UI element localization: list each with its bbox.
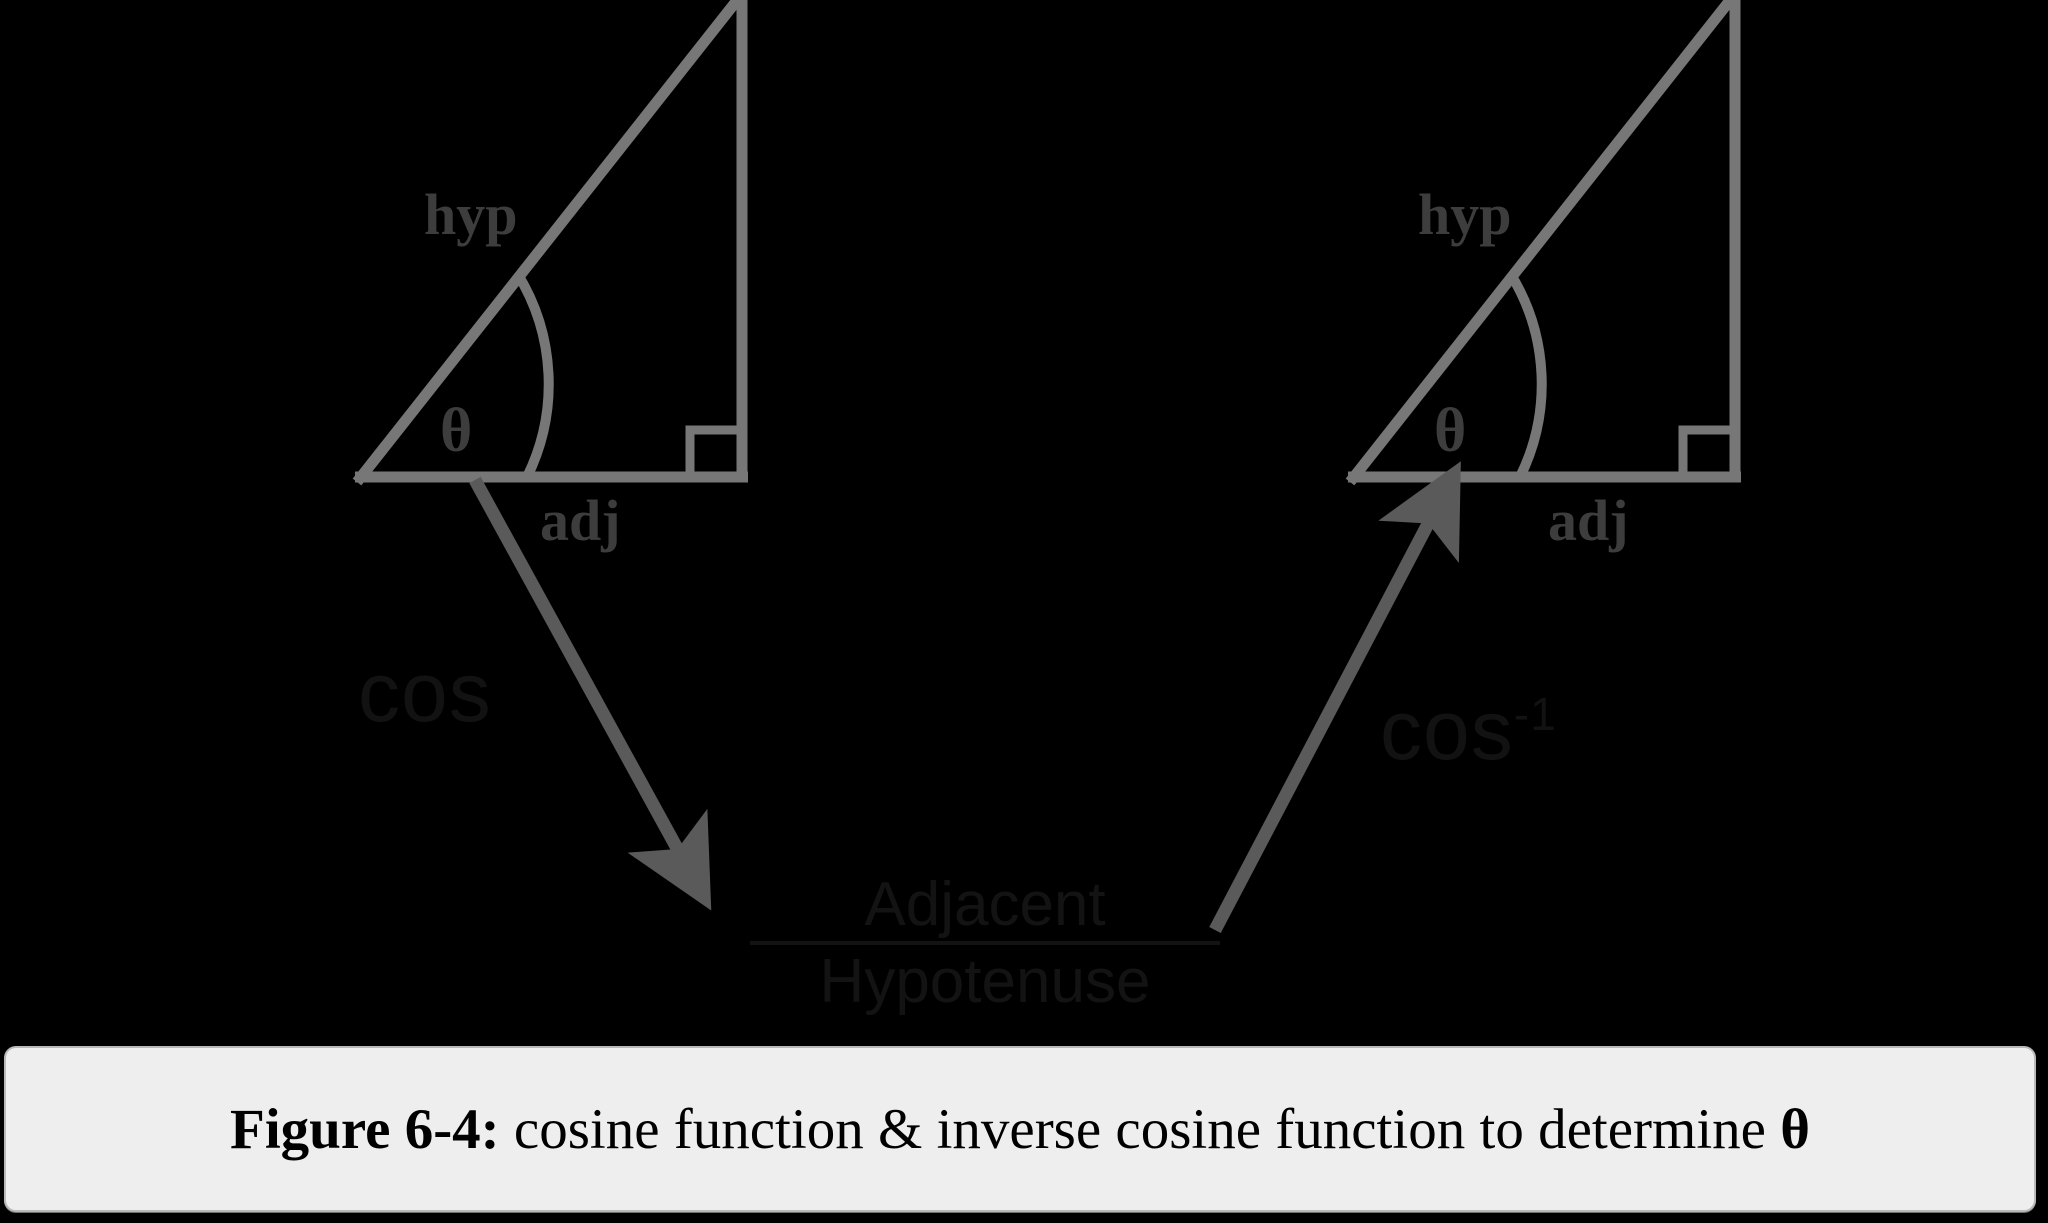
figure-vector-graphics — [352, 0, 1741, 934]
fraction-numerator: Adjacent — [864, 870, 1106, 939]
right-triangle-hypotenuse-line — [1345, 0, 1738, 486]
right-triangle-adj-label: adj — [1548, 488, 1629, 553]
left-triangle-adj-label: adj — [540, 488, 621, 553]
figure-caption-text: Figure 6-4: cosine function & inverse co… — [230, 1097, 1810, 1162]
figure-caption-theta: θ — [1780, 1097, 1810, 1161]
inverse-cosine-base-text: cos — [1380, 683, 1514, 777]
left-triangle-right-angle-marker — [685, 425, 742, 477]
figure-caption-label: Figure 6-4: — [230, 1097, 500, 1161]
cosine-function-label: cos — [358, 645, 492, 739]
right-triangle-angle-label: θ — [1434, 397, 1467, 465]
left-triangle-hypotenuse-line — [352, 0, 745, 486]
right-triangle-angle-arc — [1505, 270, 1547, 480]
figure-caption-body: cosine function & inverse cosine functio… — [499, 1097, 1781, 1161]
inverse-cosine-exponent: -1 — [1513, 688, 1557, 740]
fraction-denominator: Hypotenuse — [819, 947, 1151, 1017]
fraction-bar — [750, 941, 1220, 946]
inverse-cosine-function-label: cos-1 — [1380, 688, 1557, 772]
left-triangle-hyp-label: hyp — [424, 182, 518, 247]
right-triangle-right-angle-marker — [1678, 425, 1735, 477]
right-triangle-hyp-label: hyp — [1418, 182, 1512, 247]
left-triangle-angle-label: θ — [440, 397, 473, 465]
figure-caption-box: Figure 6-4: cosine function & inverse co… — [4, 1046, 2036, 1212]
figure-illustration-area: hyp θ adj hyp θ adj cos cos-1 Adjacent H… — [352, 0, 1741, 1015]
inverse-cosine-arrow — [1209, 461, 1461, 934]
right-triangle-group — [1345, 0, 1741, 486]
cosine-arrow — [469, 476, 712, 911]
adjacent-over-hypotenuse-fraction: Adjacent Hypotenuse — [750, 872, 1220, 1014]
left-triangle-group — [352, 0, 748, 486]
left-triangle-angle-arc — [512, 270, 554, 480]
